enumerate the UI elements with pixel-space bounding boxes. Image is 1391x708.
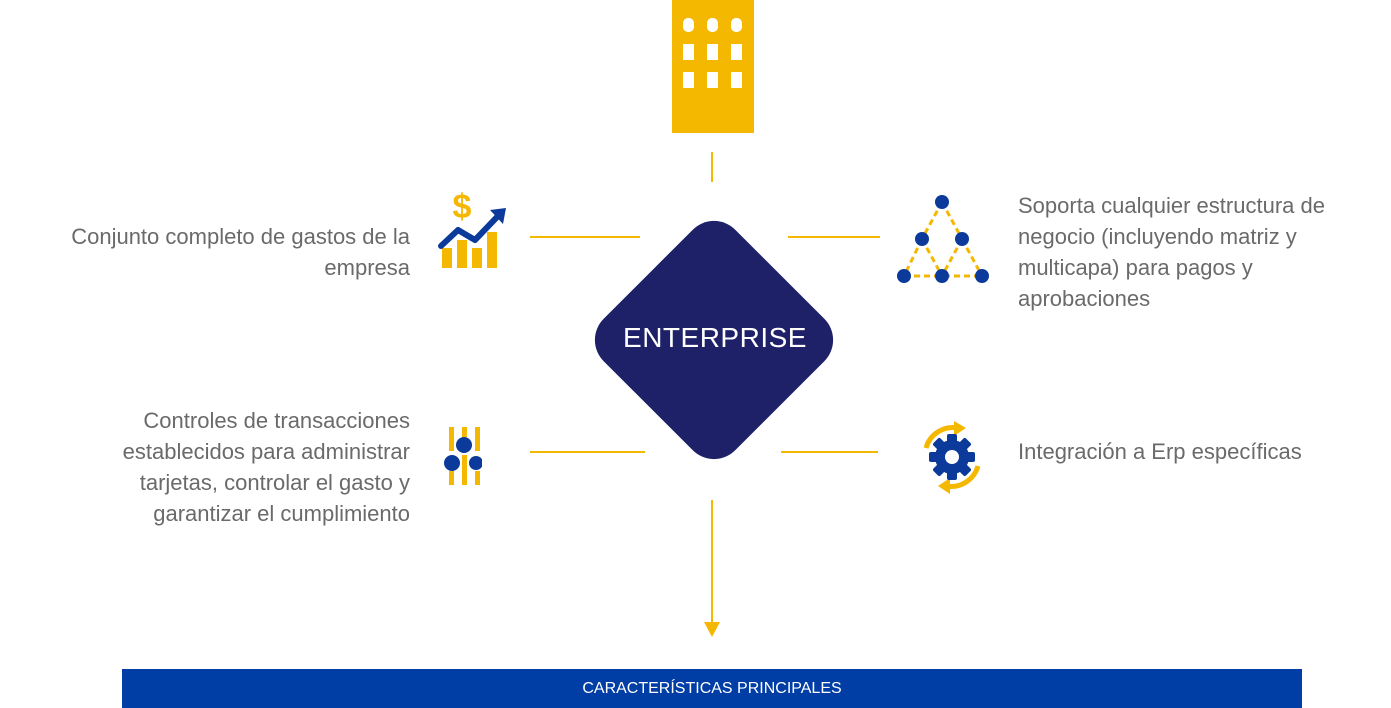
building-icon xyxy=(672,0,754,133)
enterprise-label: ENTERPRISE xyxy=(623,322,807,353)
connector-right-bottom xyxy=(781,451,878,453)
feature-structure-text: Soporta cualquier estructura de negocio … xyxy=(1018,193,1325,311)
sliders-icon xyxy=(444,427,482,485)
main-features-banner: CARACTERÍSTICAS PRINCIPALES xyxy=(122,669,1302,708)
gear-sync-icon xyxy=(923,421,981,494)
feature-expenses-text: Conjunto completo de gastos de la empres… xyxy=(71,224,410,280)
arrow-line xyxy=(711,500,713,628)
feature-erp-text: Integración a Erp específicas xyxy=(1018,439,1302,464)
connector-left-bottom xyxy=(530,451,645,453)
feature-controls-text: Controles de transacciones establecidos … xyxy=(122,408,410,526)
network-triangle-icon xyxy=(897,195,989,283)
svg-text:$: $ xyxy=(453,188,472,226)
connector-left-top xyxy=(530,236,640,238)
banner-label: CARACTERÍSTICAS PRINCIPALES xyxy=(582,679,842,697)
connector-top xyxy=(711,152,713,182)
arrow-down-icon xyxy=(704,622,720,637)
connector-right-top xyxy=(788,236,880,238)
dollar-growth-chart-icon: $ xyxy=(438,188,506,268)
enterprise-diamond xyxy=(594,220,834,460)
